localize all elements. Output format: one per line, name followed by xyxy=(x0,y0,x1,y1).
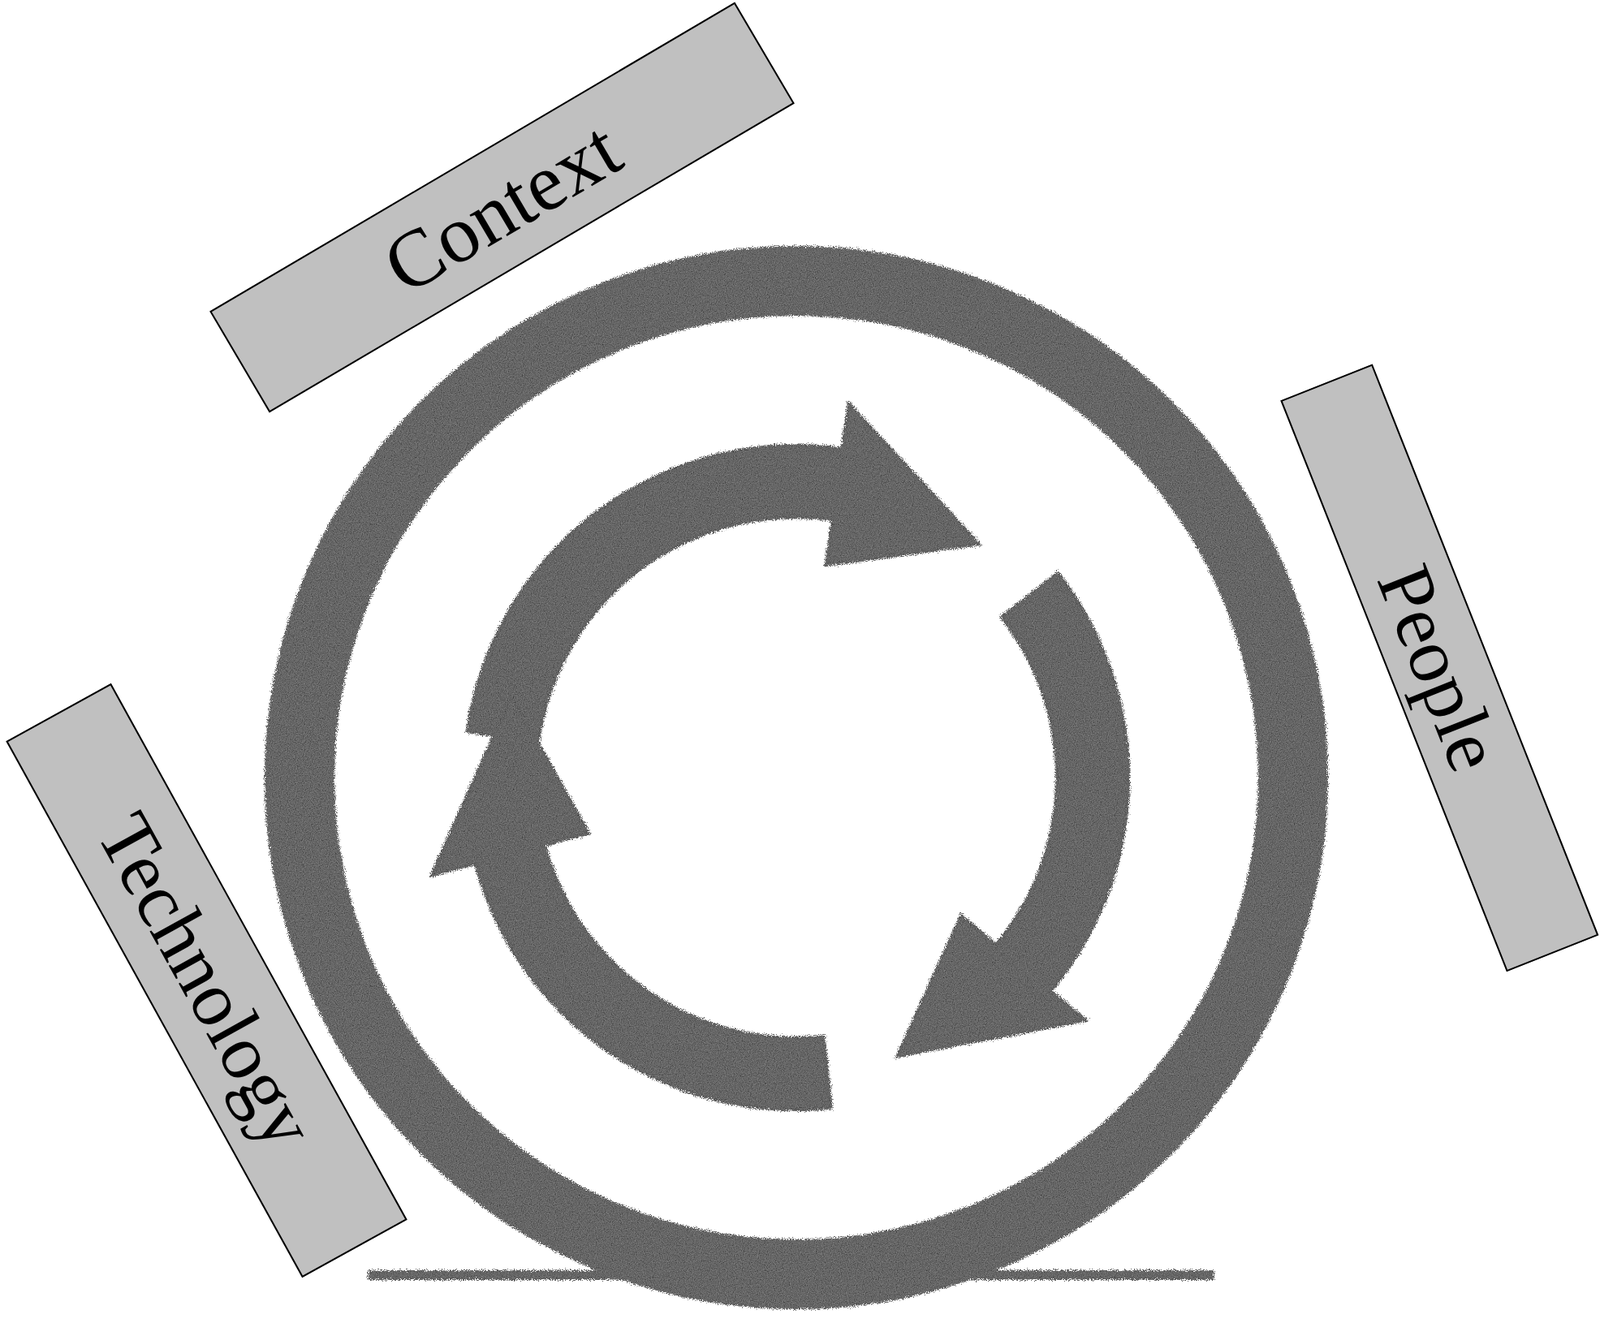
outer-ring xyxy=(299,280,1294,1275)
box-label: Context xyxy=(368,103,636,311)
base-line xyxy=(367,1270,1215,1281)
label-box: Context xyxy=(209,1,795,413)
box-label: People xyxy=(1360,553,1519,783)
label-box: Technology xyxy=(5,683,407,1279)
label-box: People xyxy=(1280,364,1599,973)
cycle-arrow xyxy=(431,695,832,1110)
box-label: Technology xyxy=(80,799,333,1163)
cycle-arrow xyxy=(897,573,1129,1057)
cycle-arrow xyxy=(467,404,979,742)
